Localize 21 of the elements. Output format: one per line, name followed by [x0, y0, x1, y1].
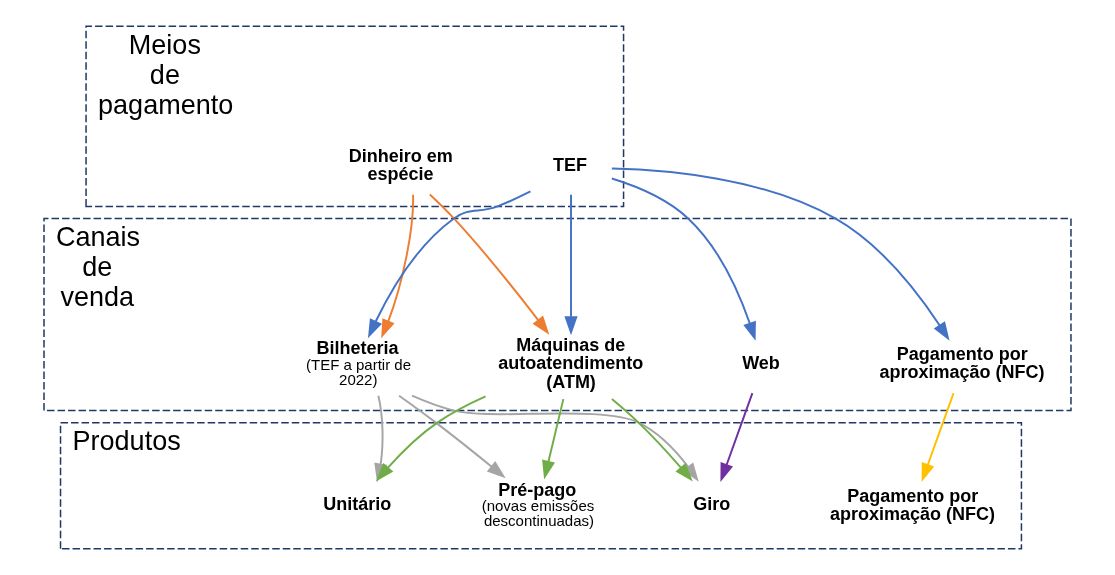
arrow [398, 394, 506, 479]
node-text: Unitário [323, 493, 392, 514]
arrow [610, 167, 950, 341]
arrow [428, 193, 550, 335]
node-text: Pagamento por aproximação (NFC) [830, 485, 996, 524]
node-text: TEF [553, 154, 587, 175]
arrow [921, 392, 955, 483]
arrow [564, 193, 578, 336]
arrow [610, 398, 693, 482]
node-text: Dinheiro em espécie [348, 146, 453, 185]
node-text: Giro [693, 493, 731, 514]
node-text: Web [742, 352, 780, 373]
arrow [720, 392, 754, 483]
arrow [610, 177, 756, 341]
node-text: Bilheteria (TEF a partir de 2022) [306, 338, 412, 389]
node-text: Máquinas de autoatendimento (ATM) [498, 335, 644, 392]
arrow [542, 398, 565, 480]
node-text: Pagamento por aproximação (NFC) [879, 344, 1045, 383]
arrow [367, 190, 532, 339]
arrow [381, 193, 415, 339]
node-text: Pré-pago (novas emissões descontinuadas) [481, 479, 595, 530]
